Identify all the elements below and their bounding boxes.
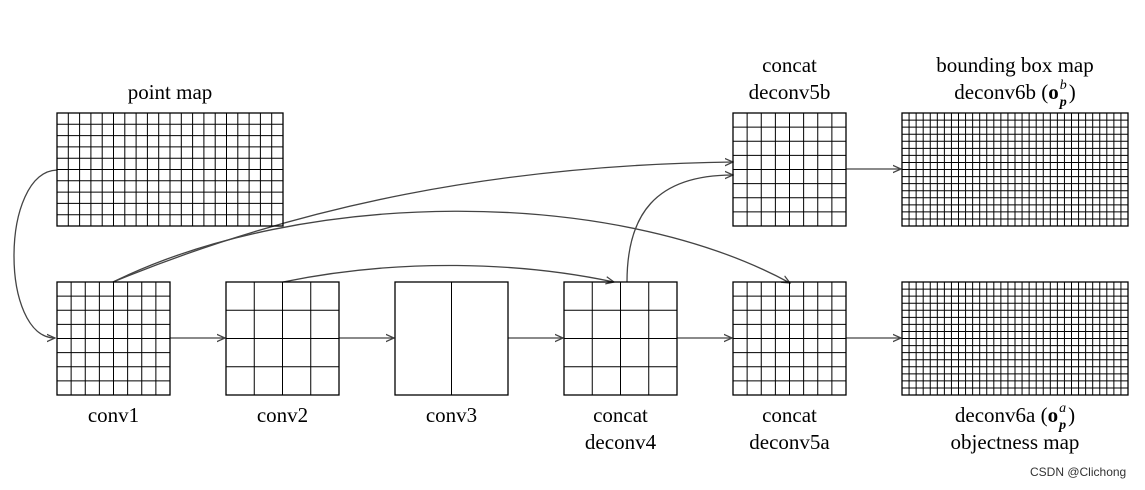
grid-frame — [901, 112, 1129, 227]
label-deconv5a: deconv5a — [749, 430, 830, 454]
label-deconv5b: concat — [762, 53, 817, 77]
label-deconv4: deconv4 — [585, 430, 657, 454]
arrow-conv2-to-deconv4 — [282, 264, 614, 282]
math-superscript: b — [1060, 78, 1067, 93]
math-subscript: p — [1058, 418, 1066, 433]
label-point_map: point map — [128, 80, 213, 104]
grid-deconv5b — [732, 112, 847, 227]
math-base: o — [1048, 403, 1059, 427]
label-conv3: conv3 — [426, 403, 477, 427]
grid-conv2 — [225, 281, 340, 396]
arrow-conv1-to-deconv5a — [112, 210, 790, 283]
layer-blocks — [56, 112, 1129, 396]
math-paren: ( — [1036, 80, 1048, 104]
grid-deconv4 — [563, 281, 678, 396]
math-paren: ( — [1035, 403, 1047, 427]
arrow-deconv4-to-deconv5b — [626, 175, 733, 283]
grid-frame — [901, 281, 1129, 396]
label-deconv6b: bounding box map — [936, 53, 1094, 77]
grid-frame — [225, 281, 340, 396]
label-deconv5a: concat — [762, 403, 817, 427]
math-paren: ) — [1068, 403, 1075, 427]
arrow-point_map-to-conv1 — [13, 169, 58, 338]
grid-frame — [56, 112, 284, 227]
grid-frame — [563, 281, 678, 396]
grid-frame — [732, 112, 847, 227]
grid-conv1 — [56, 281, 171, 396]
label-deconv5b: deconv5b — [749, 80, 831, 104]
watermark: CSDN @Clichong — [1030, 465, 1126, 479]
grid-deconv5a — [732, 281, 847, 396]
label-deconv6a: objectness map — [951, 430, 1080, 454]
grid-deconv6a — [901, 281, 1129, 396]
layer-labels: point map conv1 conv2 conv3 concat deconv4 con… — [88, 53, 1094, 454]
grid-point_map — [56, 112, 284, 227]
grid-deconv6b — [901, 112, 1129, 227]
math-subscript: p — [1059, 95, 1067, 110]
grid-conv3 — [394, 281, 509, 396]
label-conv2: conv2 — [257, 403, 308, 427]
label-deconv4: concat — [593, 403, 648, 427]
connections — [13, 162, 901, 338]
label-conv1: conv1 — [88, 403, 139, 427]
arrow-conv1-to-deconv5b — [112, 162, 733, 283]
grid-frame — [56, 281, 171, 396]
math-superscript: a — [1059, 401, 1066, 416]
grid-frame — [732, 281, 847, 396]
math-base: o — [1048, 80, 1059, 104]
math-paren: ) — [1069, 80, 1076, 104]
grid-frame — [394, 281, 509, 396]
